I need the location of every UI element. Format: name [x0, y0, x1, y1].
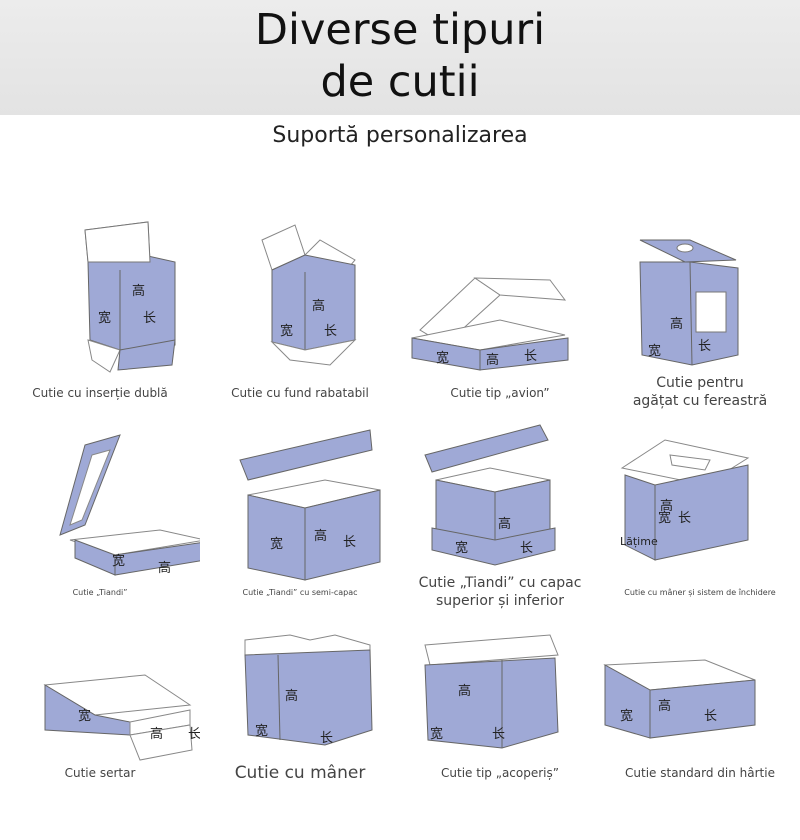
box-hanging-window: 高 宽 长 Cutie pentru agățat cu fereastră	[600, 200, 800, 420]
svg-text:高: 高	[660, 498, 673, 514]
svg-text:宽: 宽	[255, 723, 268, 739]
svg-text:宽: 宽	[436, 350, 449, 366]
svg-text:宽: 宽	[620, 708, 633, 724]
svg-text:高: 高	[312, 298, 325, 314]
box-caption: Cutie standard din hârtie	[625, 766, 775, 780]
handle-box-illustration: 高 宽 长	[244, 634, 373, 746]
width-label: Lățime	[620, 535, 658, 548]
svg-text:宽: 宽	[78, 708, 91, 724]
svg-text:长: 长	[143, 311, 156, 326]
page-title: Diverse tipuri de cutii	[254, 5, 546, 107]
svg-text:高: 高	[132, 283, 145, 299]
box-caption: Cutie tip „avion”	[450, 386, 550, 400]
svg-text:高: 高	[150, 726, 163, 742]
tiandi-box-illustration: 宽 高	[59, 434, 200, 576]
box-snap-bottom: 高 宽 长 Cutie cu fund rabatabil	[200, 200, 400, 420]
box-caption: Cutie „Tiandi”	[72, 588, 128, 597]
header-banner: Diverse tipuri de cutii	[0, 0, 800, 115]
svg-text:长: 长	[320, 731, 333, 746]
svg-text:长: 长	[678, 511, 691, 526]
svg-text:高: 高	[486, 352, 499, 368]
tiandi-semi-lid-box-illustration: 宽 高 长	[239, 429, 381, 581]
svg-text:宽: 宽	[455, 540, 468, 556]
box-drawer: 宽 高 长 Cutie sertar	[0, 620, 200, 840]
svg-text:高: 高	[658, 698, 671, 714]
svg-text:宽: 宽	[112, 553, 125, 569]
handle-lock-box-illustration: 高 宽 长	[620, 439, 750, 561]
drawer-box-illustration: 宽 高 长	[43, 674, 200, 761]
svg-text:高: 高	[498, 516, 511, 532]
svg-text:长: 长	[492, 727, 505, 742]
box-airplane: 宽 高 长 Cutie tip „avion”	[400, 200, 600, 420]
hanging-window-box-illustration: 高 宽 长	[639, 239, 739, 366]
box-double-insert: 高 宽 长 Cutie cu inserție dublă	[0, 200, 200, 420]
svg-text:宽: 宽	[648, 343, 661, 359]
svg-text:高: 高	[158, 560, 171, 576]
box-caption: Cutie sertar	[64, 766, 136, 780]
box-handle-lock: 高 宽 长 Lățime Cutie cu mâner și sistem de…	[600, 410, 800, 630]
box-tiandi-top-bottom: 高 宽 长 Cutie „Tiandi” cu capac superior ș…	[400, 410, 600, 630]
box-standard-paper: 高 宽 长 Cutie standard din hârtie	[600, 620, 800, 840]
double-insert-box-illustration: 高 宽 长	[84, 221, 176, 373]
box-with-handle: 高 宽 长 Cutie cu mâner	[200, 620, 400, 840]
box-roof: 高 宽 长 Cutie tip „acoperiș”	[400, 620, 600, 840]
svg-text:宽: 宽	[98, 310, 111, 326]
svg-text:宽: 宽	[658, 510, 671, 526]
tiandi-top-bottom-box-illustration: 高 宽 长	[424, 424, 556, 566]
svg-text:高: 高	[314, 528, 327, 544]
box-caption: Cutie cu inserție dublă	[32, 386, 168, 400]
svg-text:高: 高	[458, 683, 471, 699]
svg-text:宽: 宽	[280, 323, 293, 339]
svg-text:长: 长	[704, 709, 717, 724]
box-caption: Cutie cu mâner și sistem de închidere	[624, 588, 776, 597]
svg-text:长: 长	[188, 727, 200, 742]
page-subtitle: Suportă personalizarea	[272, 123, 528, 148]
airplane-box-illustration: 宽 高 长	[411, 277, 569, 371]
svg-text:长: 长	[698, 339, 711, 354]
roof-box-illustration: 高 宽 长	[424, 634, 559, 749]
svg-text:高: 高	[285, 688, 298, 704]
box-caption: Cutie cu fund rabatabil	[231, 386, 369, 400]
box-caption: Cutie tip „acoperiș”	[441, 766, 559, 780]
svg-text:长: 长	[343, 535, 356, 550]
svg-text:宽: 宽	[270, 536, 283, 552]
snap-bottom-box-illustration: 高 宽 长	[261, 224, 357, 366]
svg-text:长: 长	[524, 349, 537, 364]
svg-text:高: 高	[670, 316, 683, 332]
box-caption: Cutie cu mâner	[234, 763, 366, 783]
svg-text:长: 长	[520, 541, 533, 556]
box-caption: Cutie „Tiandi” cu capac superior și infe…	[418, 575, 582, 609]
standard-paper-box-illustration: 高 宽 长	[603, 659, 756, 739]
box-caption: Cutie pentru agățat cu fereastră	[632, 375, 768, 409]
svg-text:宽: 宽	[430, 726, 443, 742]
box-tiandi: 宽 高 Cutie „Tiandi”	[0, 410, 200, 630]
box-tiandi-semi-lid: 宽 高 长 Cutie „Tiandi” cu semi-capac	[200, 410, 400, 630]
svg-text:长: 长	[324, 324, 337, 339]
box-caption: Cutie „Tiandi” cu semi-capac	[242, 588, 358, 597]
